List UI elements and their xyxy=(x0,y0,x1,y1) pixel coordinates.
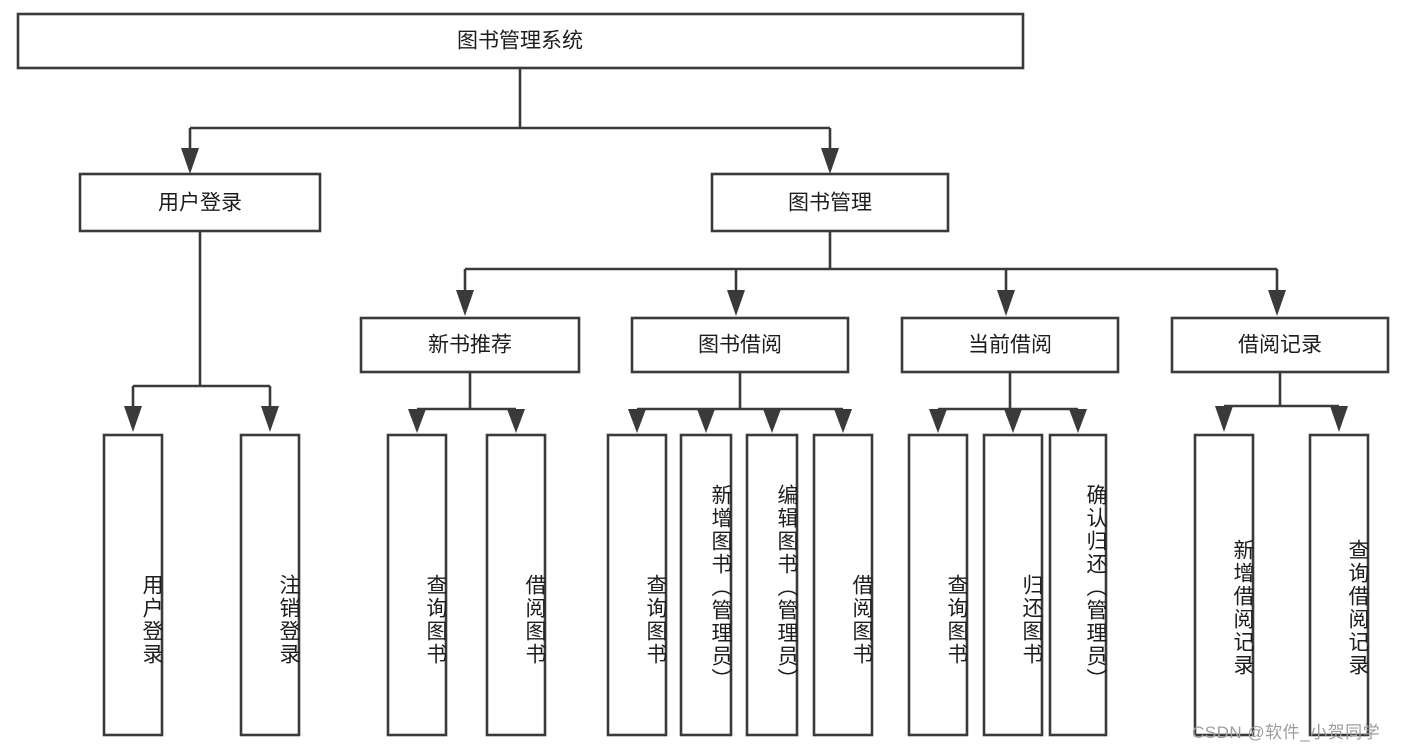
csdn-watermark: CSDN @软件_小贺同学 xyxy=(1192,723,1381,742)
arrow-head-book-borrow xyxy=(727,290,745,316)
arrow-head-borrow-record xyxy=(1268,290,1286,316)
arrow-head-leaf-borrow-book-1 xyxy=(507,409,525,433)
node-book-borrow-label: 图书借阅 xyxy=(698,334,782,357)
node-borrow-record-label: 借阅记录 xyxy=(1238,334,1322,357)
connector-borrow-record-to-leaves xyxy=(1215,372,1348,432)
arrow-head-book-manage xyxy=(821,148,839,174)
node-current-borrow-label: 当前借阅 xyxy=(968,334,1052,357)
leaf-box-query-book-2[interactable] xyxy=(606,433,668,737)
connector-user-login-to-leaves xyxy=(124,231,279,432)
node-new-book-rec[interactable]: 新书推荐 xyxy=(359,316,581,374)
leaf-box-add-book[interactable] xyxy=(679,433,733,737)
node-book-manage-box[interactable] xyxy=(710,172,950,233)
arrow-head-leaf-query-book-3 xyxy=(929,409,947,433)
arrow-head-leaf-query-book-2 xyxy=(628,409,646,433)
arrow-head-leaf-user-login xyxy=(124,406,142,432)
arrow-head-new-book-rec xyxy=(456,290,474,316)
arrow-head-leaf-add-book xyxy=(697,409,715,433)
leaf-box-borrow-book-1[interactable] xyxy=(485,433,547,737)
arrow-head-leaf-user-logout xyxy=(261,406,279,432)
arrow-head-leaf-add-record xyxy=(1215,406,1233,432)
leaf-box-user-logout[interactable] xyxy=(239,433,301,737)
node-new-book-rec-label: 新书推荐 xyxy=(428,334,512,357)
arrow-head-leaf-edit-book xyxy=(763,409,781,433)
node-current-borrow[interactable]: 当前借阅 xyxy=(900,316,1120,374)
leaf-box-query-record[interactable] xyxy=(1308,433,1370,737)
arrow-head-leaf-borrow-book-2 xyxy=(834,409,852,433)
node-user-login[interactable]: 用户登录 xyxy=(78,172,322,233)
arrow-head-leaf-query-book-1 xyxy=(408,409,426,433)
node-book-borrow[interactable]: 图书借阅 xyxy=(630,316,850,374)
connector-book-borrow-to-leaves xyxy=(628,372,852,433)
connector-current-borrow-to-leaves xyxy=(929,372,1087,433)
connector-book-manage-to-level3 xyxy=(456,231,1286,316)
leaf-box-confirm-return[interactable] xyxy=(1048,433,1108,737)
node-current-borrow-box[interactable] xyxy=(900,316,1120,374)
connector-root-to-level2 xyxy=(181,68,839,174)
leaf-box-query-book-3[interactable] xyxy=(907,433,969,737)
arrow-head-leaf-query-record xyxy=(1330,406,1348,432)
leaf-box-borrow-book-2[interactable] xyxy=(812,433,874,737)
node-root-box[interactable] xyxy=(16,12,1025,70)
leaf-box-user-login[interactable] xyxy=(102,433,164,737)
leaf-box-edit-book[interactable] xyxy=(745,433,799,737)
arrow-head-user-login xyxy=(181,148,199,174)
node-borrow-record-box[interactable] xyxy=(1170,316,1390,374)
node-book-manage[interactable]: 图书管理 xyxy=(710,172,950,233)
node-borrow-record[interactable]: 借阅记录 xyxy=(1170,316,1390,374)
node-book-manage-label: 图书管理 xyxy=(788,192,872,215)
leaf-box-query-book-1[interactable] xyxy=(386,433,448,737)
connector-new-book-rec-to-leaves xyxy=(408,372,525,433)
arrow-head-current-borrow xyxy=(997,290,1015,316)
leaf-box-add-record[interactable] xyxy=(1193,433,1255,737)
node-book-borrow-box[interactable] xyxy=(630,316,850,374)
leaf-box-return-book[interactable] xyxy=(982,433,1044,737)
arrow-head-leaf-confirm-return xyxy=(1069,409,1087,433)
node-new-book-rec-box[interactable] xyxy=(359,316,581,374)
node-user-login-label: 用户登录 xyxy=(158,192,242,215)
node-root-label: 图书管理系统 xyxy=(457,30,583,53)
node-root[interactable]: 图书管理系统 xyxy=(16,12,1025,70)
arrow-head-leaf-return-book xyxy=(1004,409,1022,433)
